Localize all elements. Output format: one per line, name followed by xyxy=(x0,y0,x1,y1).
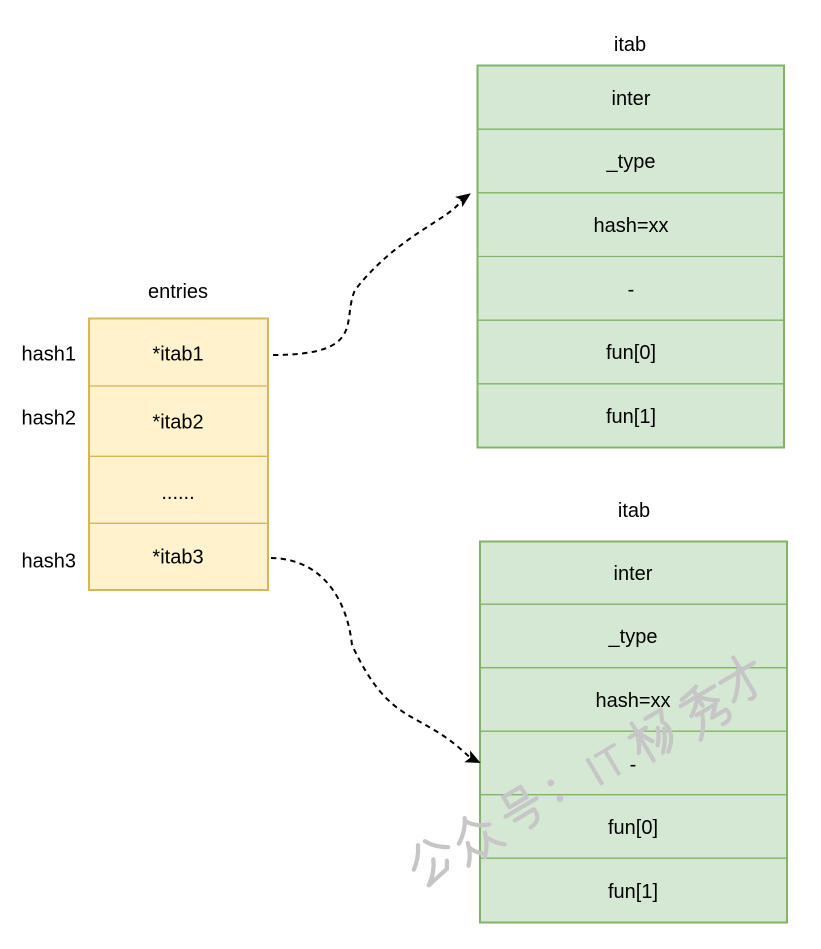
svg-text:inter: inter xyxy=(614,563,653,585)
svg-text:inter: inter xyxy=(612,88,651,110)
svg-text:itab: itab xyxy=(614,34,646,56)
svg-text:*itab1: *itab1 xyxy=(152,344,203,366)
svg-text:hash1: hash1 xyxy=(22,344,77,366)
svg-text:fun[0]: fun[0] xyxy=(608,817,658,839)
svg-text:entries: entries xyxy=(148,281,208,303)
svg-text:fun[0]: fun[0] xyxy=(606,342,656,364)
svg-text:_type: _type xyxy=(608,626,658,648)
svg-text:-: - xyxy=(630,754,637,776)
svg-text:-: - xyxy=(628,279,635,301)
svg-text:hash=xx: hash=xx xyxy=(595,690,670,712)
svg-text:fun[1]: fun[1] xyxy=(608,881,658,903)
svg-text:hash3: hash3 xyxy=(22,551,77,573)
svg-text:hash2: hash2 xyxy=(22,408,77,430)
svg-text:hash=xx: hash=xx xyxy=(593,215,668,237)
svg-text:......: ...... xyxy=(161,482,194,504)
svg-text:*itab2: *itab2 xyxy=(152,412,203,434)
svg-text:fun[1]: fun[1] xyxy=(606,406,656,428)
svg-text:_type: _type xyxy=(606,151,656,173)
svg-text:*itab3: *itab3 xyxy=(152,547,203,569)
svg-text:itab: itab xyxy=(618,500,650,522)
